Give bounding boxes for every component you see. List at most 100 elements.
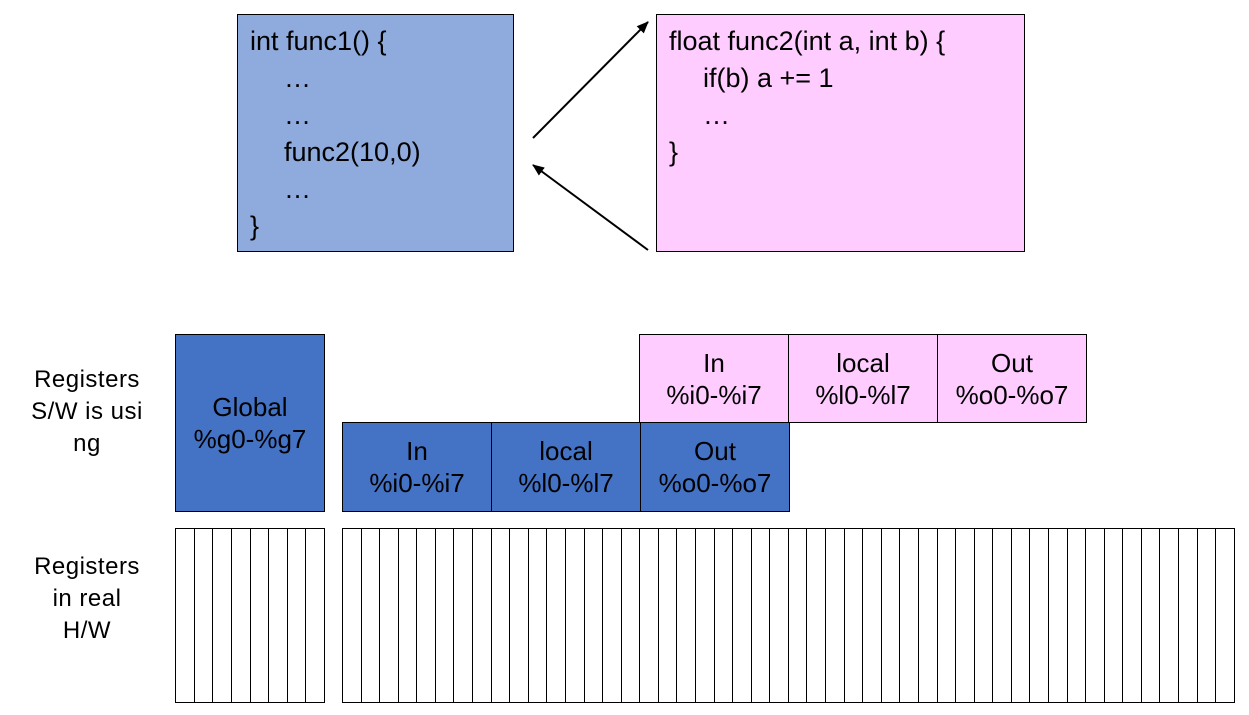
label-line: Registers (34, 553, 140, 580)
return-arrow (532, 164, 649, 251)
hw-register-cell (547, 529, 566, 702)
hw-register-cell (492, 529, 511, 702)
code-line: int func1() { (250, 26, 387, 56)
hw-register-cell (789, 529, 808, 702)
reg-name: local (836, 347, 890, 378)
hw-register-cell (529, 529, 548, 702)
hw-register-cell (510, 529, 529, 702)
hw-register-cell (1086, 529, 1105, 702)
window1-local-block: local %l0-%l7 (491, 422, 641, 512)
hw-register-cell (288, 529, 307, 702)
hw-register-cell (1068, 529, 1087, 702)
hw-register-cell (213, 529, 232, 702)
code-line: if(b) a += 1 (703, 63, 834, 93)
hw-register-cell (1030, 529, 1049, 702)
hw-register-cell (585, 529, 604, 702)
hw-register-cell (900, 529, 919, 702)
hw-register-cell (863, 529, 882, 702)
reg-range: %g0-%g7 (193, 424, 307, 454)
hw-register-cell (715, 529, 734, 702)
window2-out-block: Out %o0-%o7 (937, 334, 1087, 423)
hw-register-cell (306, 529, 324, 702)
hw-register-cell (993, 529, 1012, 702)
func1-code-box: int func1() { … … func2(10,0) … } (237, 14, 514, 252)
label-line: H/W (62, 617, 112, 644)
hw-register-cell (362, 529, 381, 702)
reg-range: %i0-%i7 (666, 379, 762, 410)
reg-name: Global (212, 392, 288, 422)
global-register-block: Global %g0-%g7 (175, 334, 325, 512)
reg-range: %l0-%l7 (518, 468, 614, 498)
label-line: ng (73, 430, 101, 457)
window1-out-block: Out %o0-%o7 (640, 422, 790, 512)
hw-register-cell (919, 529, 938, 702)
hw-register-cell (807, 529, 827, 702)
hw-register-cell (251, 529, 270, 702)
sw-registers-label: Registers S/W is usi ng (12, 364, 162, 460)
hw-register-cell (454, 529, 474, 702)
hw-register-cell (938, 529, 957, 702)
hw-register-cell (603, 529, 622, 702)
hw-register-cell (975, 529, 994, 702)
hw-register-cell (417, 529, 436, 702)
hw-register-cell (195, 529, 214, 702)
hw-register-cell (566, 529, 585, 702)
code-line: … (284, 174, 311, 204)
hw-register-cell (845, 529, 864, 702)
hw-register-cell (343, 529, 362, 702)
hw-register-cell (770, 529, 789, 702)
hw-register-cell (752, 529, 771, 702)
hw-register-cell (1142, 529, 1161, 702)
reg-name: In (406, 436, 428, 466)
call-arrow (532, 21, 649, 139)
reg-range: %i0-%i7 (369, 468, 465, 498)
hw-register-cell (640, 529, 659, 702)
hw-register-cell (733, 529, 752, 702)
code-line: float func2(int a, int b) { (669, 26, 946, 56)
hw-register-cell (696, 529, 715, 702)
hw-register-cell (677, 529, 696, 702)
window2-in-block: In %i0-%i7 (639, 334, 789, 423)
hw-register-cell (826, 529, 845, 702)
hw-register-cell (176, 529, 195, 702)
code-line: … (703, 100, 730, 130)
hw-window-register-file (342, 528, 1235, 703)
reg-range: %l0-%l7 (815, 379, 911, 410)
hw-register-cell (956, 529, 975, 702)
hw-register-cell (1179, 529, 1198, 702)
hw-register-cell (1216, 529, 1234, 702)
hw-register-cell (882, 529, 901, 702)
reg-range: %o0-%o7 (955, 379, 1069, 410)
hw-register-cell (1105, 529, 1124, 702)
hw-register-cell (1160, 529, 1180, 702)
label-line: Registers (34, 366, 140, 393)
hw-register-cell (622, 529, 641, 702)
hw-register-cell (1012, 529, 1031, 702)
hw-register-cell (232, 529, 251, 702)
reg-range: %o0-%o7 (658, 468, 772, 498)
hw-register-cell (1049, 529, 1068, 702)
hw-register-cell (659, 529, 678, 702)
code-line: … (284, 63, 311, 93)
hw-register-cell (1198, 529, 1217, 702)
hw-register-cell (436, 529, 455, 702)
window1-in-block: In %i0-%i7 (342, 422, 492, 512)
hw-global-register-file (175, 528, 325, 703)
hw-register-cell (1123, 529, 1142, 702)
reg-name: local (539, 436, 593, 466)
hw-register-cell (399, 529, 418, 702)
reg-name: Out (694, 436, 736, 466)
label-line: in real (52, 585, 122, 612)
func2-code-box: float func2(int a, int b) { if(b) a += 1… (656, 14, 1025, 252)
reg-name: In (703, 347, 725, 378)
code-line: } (250, 211, 260, 241)
label-line: S/W is usi (31, 398, 143, 425)
code-line: } (669, 137, 679, 167)
code-line: func2(10,0) (284, 137, 421, 167)
window2-local-block: local %l0-%l7 (788, 334, 938, 423)
hw-register-cell (380, 529, 399, 702)
hw-register-cell (473, 529, 492, 702)
code-line: … (284, 100, 311, 130)
hw-registers-label: Registers in real H/W (12, 551, 162, 647)
